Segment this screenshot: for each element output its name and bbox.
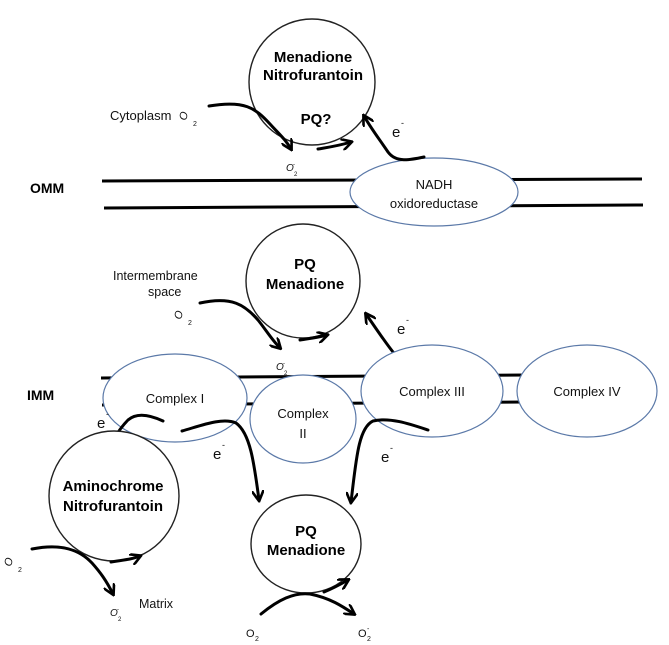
cycler-cytoplasm-line3: PQ? — [301, 111, 332, 128]
arrow-electron-nadh-to-cycler — [364, 116, 426, 162]
omm-label: OMM — [30, 180, 64, 196]
complex-4[interactable] — [516, 344, 658, 438]
complex-2-label-2: II — [299, 426, 306, 441]
complex-4-label: Complex IV — [553, 384, 621, 399]
superoxide-matrix-left: O - 2 — [110, 607, 122, 623]
intermembrane-label-2: space — [148, 285, 181, 299]
svg-text:2: 2 — [284, 371, 288, 377]
arrow-o2-to-superoxide-intermembrane — [198, 299, 280, 348]
complex-3-label: Complex III — [399, 384, 465, 399]
o2-cytoplasm: O — [177, 110, 191, 122]
svg-text:-: - — [283, 361, 285, 367]
o2-intermembrane: O — [172, 309, 186, 321]
intermembrane-label-1: Intermembrane — [113, 269, 198, 283]
cycler-intermembrane-line1: PQ — [294, 256, 316, 273]
svg-text:2: 2 — [118, 617, 122, 623]
cycler-cytoplasm-line2: Nitrofurantoin — [263, 67, 363, 84]
cycler-intermembrane-line2: Menadione — [266, 276, 344, 293]
svg-text:-: - — [106, 409, 109, 419]
arrow-o2-to-superoxide-matrix-center — [259, 592, 354, 614]
cycler-cytoplasm-line1: Menadione — [274, 49, 352, 66]
svg-text:e: e — [97, 415, 105, 432]
svg-text:O: O — [246, 628, 255, 640]
cycler-matrix-left-line2: Nitrofurantoin — [63, 498, 163, 515]
arrow-o2-to-superoxide-cytoplasm — [207, 102, 291, 149]
svg-text:e: e — [397, 321, 405, 338]
imm-label: IMM — [27, 387, 54, 403]
svg-text:O: O — [110, 608, 118, 619]
svg-text:2: 2 — [255, 636, 259, 643]
svg-text:e: e — [213, 446, 221, 463]
svg-text:-: - — [293, 162, 295, 168]
redox-cycler-matrix-left[interactable] — [48, 430, 180, 562]
matrix-label: Matrix — [139, 597, 174, 611]
arrow-electron-complex3-to-pq — [351, 418, 430, 502]
complex-2-label-1: Complex — [277, 406, 329, 421]
superoxide-omm: O - 2 — [286, 162, 298, 178]
svg-text:-: - — [222, 440, 225, 450]
svg-text:O: O — [172, 309, 186, 321]
o2-matrix-left: O — [2, 556, 16, 568]
superoxide-matrix-center: O - 2 — [358, 626, 371, 643]
arrow-cycler-regeneration-cytoplasm — [316, 142, 351, 149]
o2-matrix-center: O 2 — [246, 628, 259, 643]
electron-complex3: e - — [381, 443, 393, 466]
svg-text:-: - — [117, 607, 119, 613]
oxidoreductase-label: oxidoreductase — [390, 196, 478, 211]
svg-text:-: - — [406, 315, 409, 325]
svg-text:2: 2 — [367, 636, 371, 643]
o2-intermembrane-sub: 2 — [188, 320, 192, 327]
svg-text:e: e — [381, 449, 389, 466]
redox-cycler-cytoplasm[interactable] — [248, 18, 376, 146]
arrow-electron-complex1-to-pq — [180, 419, 259, 500]
svg-text:-: - — [367, 626, 370, 633]
svg-text:O: O — [177, 110, 191, 122]
svg-text:O: O — [358, 628, 367, 640]
svg-text:2: 2 — [294, 172, 298, 178]
electron-intermembrane: e - — [397, 315, 409, 338]
svg-text:O: O — [2, 556, 16, 568]
complex-1-label: Complex I — [146, 391, 205, 406]
nadh-label: NADH — [416, 177, 453, 192]
electron-complex1-left: e - — [97, 409, 109, 432]
cycler-matrix-center-line1: PQ — [295, 523, 317, 540]
cycler-matrix-center-line2: Menadione — [267, 542, 345, 559]
superoxide-imm: O - 2 — [276, 361, 288, 377]
nadh-oxidoreductase[interactable] — [349, 157, 519, 227]
complex-3[interactable] — [360, 344, 504, 438]
o2-cytoplasm-sub: 2 — [193, 121, 197, 128]
cytoplasm-label: Cytoplasm — [110, 108, 171, 123]
svg-text:O: O — [276, 362, 284, 373]
complex-2[interactable] — [249, 374, 357, 464]
o2-matrix-left-sub: 2 — [18, 567, 22, 574]
arrow-cycler-regeneration-matrix-center — [322, 580, 348, 594]
cycler-matrix-left-line1: Aminochrome — [63, 478, 164, 495]
svg-text:O: O — [286, 163, 294, 174]
electron-omm: e - — [392, 118, 404, 141]
svg-text:e: e — [392, 124, 400, 141]
complex-1[interactable] — [102, 353, 248, 443]
svg-text:-: - — [401, 118, 404, 128]
arrow-cycler-regeneration-matrix-left — [109, 556, 140, 562]
arrow-cycler-regeneration-intermembrane — [298, 335, 327, 340]
arrow-o2-to-superoxide-matrix-left — [30, 545, 113, 594]
electron-complex1-right: e - — [213, 440, 225, 463]
svg-text:-: - — [390, 443, 393, 453]
